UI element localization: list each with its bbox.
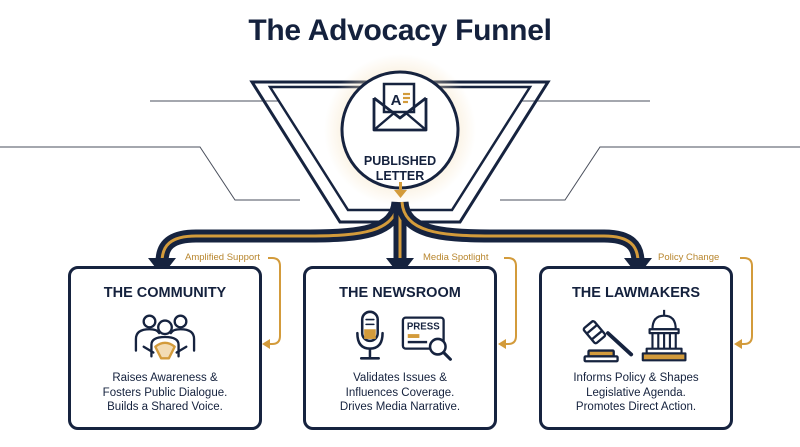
emblem-label-line2: LETTER <box>375 169 425 183</box>
flow-arrows <box>155 200 645 263</box>
card-lawmakers: THE LAWMAKERS Informs Pol <box>539 266 733 430</box>
card-description: Validates Issues & Influences Coverage. … <box>312 371 488 415</box>
down-arrow-icon <box>394 182 407 198</box>
desc-line: Fosters Public Dialogue. <box>102 386 228 399</box>
right-connector-line <box>500 100 800 201</box>
card-title: THE COMMUNITY <box>103 285 227 301</box>
press-text: PRESS <box>407 321 440 332</box>
card-title: THE NEWSROOM <box>339 285 461 301</box>
card-description: Raises Awareness & Fosters Public Dialog… <box>77 371 253 415</box>
feedback-hooks <box>268 257 753 345</box>
published-letter-label: PUBLISHED LETTER <box>340 154 460 184</box>
desc-line: Validates Issues & <box>353 372 447 384</box>
svg-text:A: A <box>391 92 402 109</box>
community-people-icon <box>134 314 196 360</box>
desc-line: Builds a Shared Voice. <box>107 401 223 413</box>
card-community: THE COMMUNITY Raises Awareness & Fosters… <box>68 266 262 430</box>
desc-line: Drives Media Narrative. <box>339 401 461 413</box>
side-label-lawmakers: Policy Change <box>656 252 722 263</box>
envelope-letter-icon: A <box>372 82 428 132</box>
card-description: Informs Policy & Shapes Legislative Agen… <box>548 371 724 415</box>
desc-line: Influences Coverage. <box>345 386 455 399</box>
gavel-capitol-icon <box>582 309 687 363</box>
card-newsroom: THE NEWSROOM PRESS Validates Issues & In… <box>303 266 497 430</box>
desc-line: Promotes Direct Action. <box>575 401 697 413</box>
desc-line: Legislative Agenda. <box>586 386 686 399</box>
desc-line: Informs Policy & Shapes <box>573 372 699 384</box>
emblem-label-line1: PUBLISHED <box>363 154 437 168</box>
card-title: THE LAWMAKERS <box>571 285 701 301</box>
side-label-newsroom: Media Spotlight <box>421 252 491 263</box>
side-label-community: Amplified Support <box>183 252 262 263</box>
page-title: The Advocacy Funnel <box>248 14 552 47</box>
desc-line: Raises Awareness & <box>112 372 218 384</box>
microphone-press-icon: PRESS <box>356 310 452 361</box>
left-connector-line <box>0 100 300 201</box>
feedback-hook-arrowheads <box>262 339 742 349</box>
